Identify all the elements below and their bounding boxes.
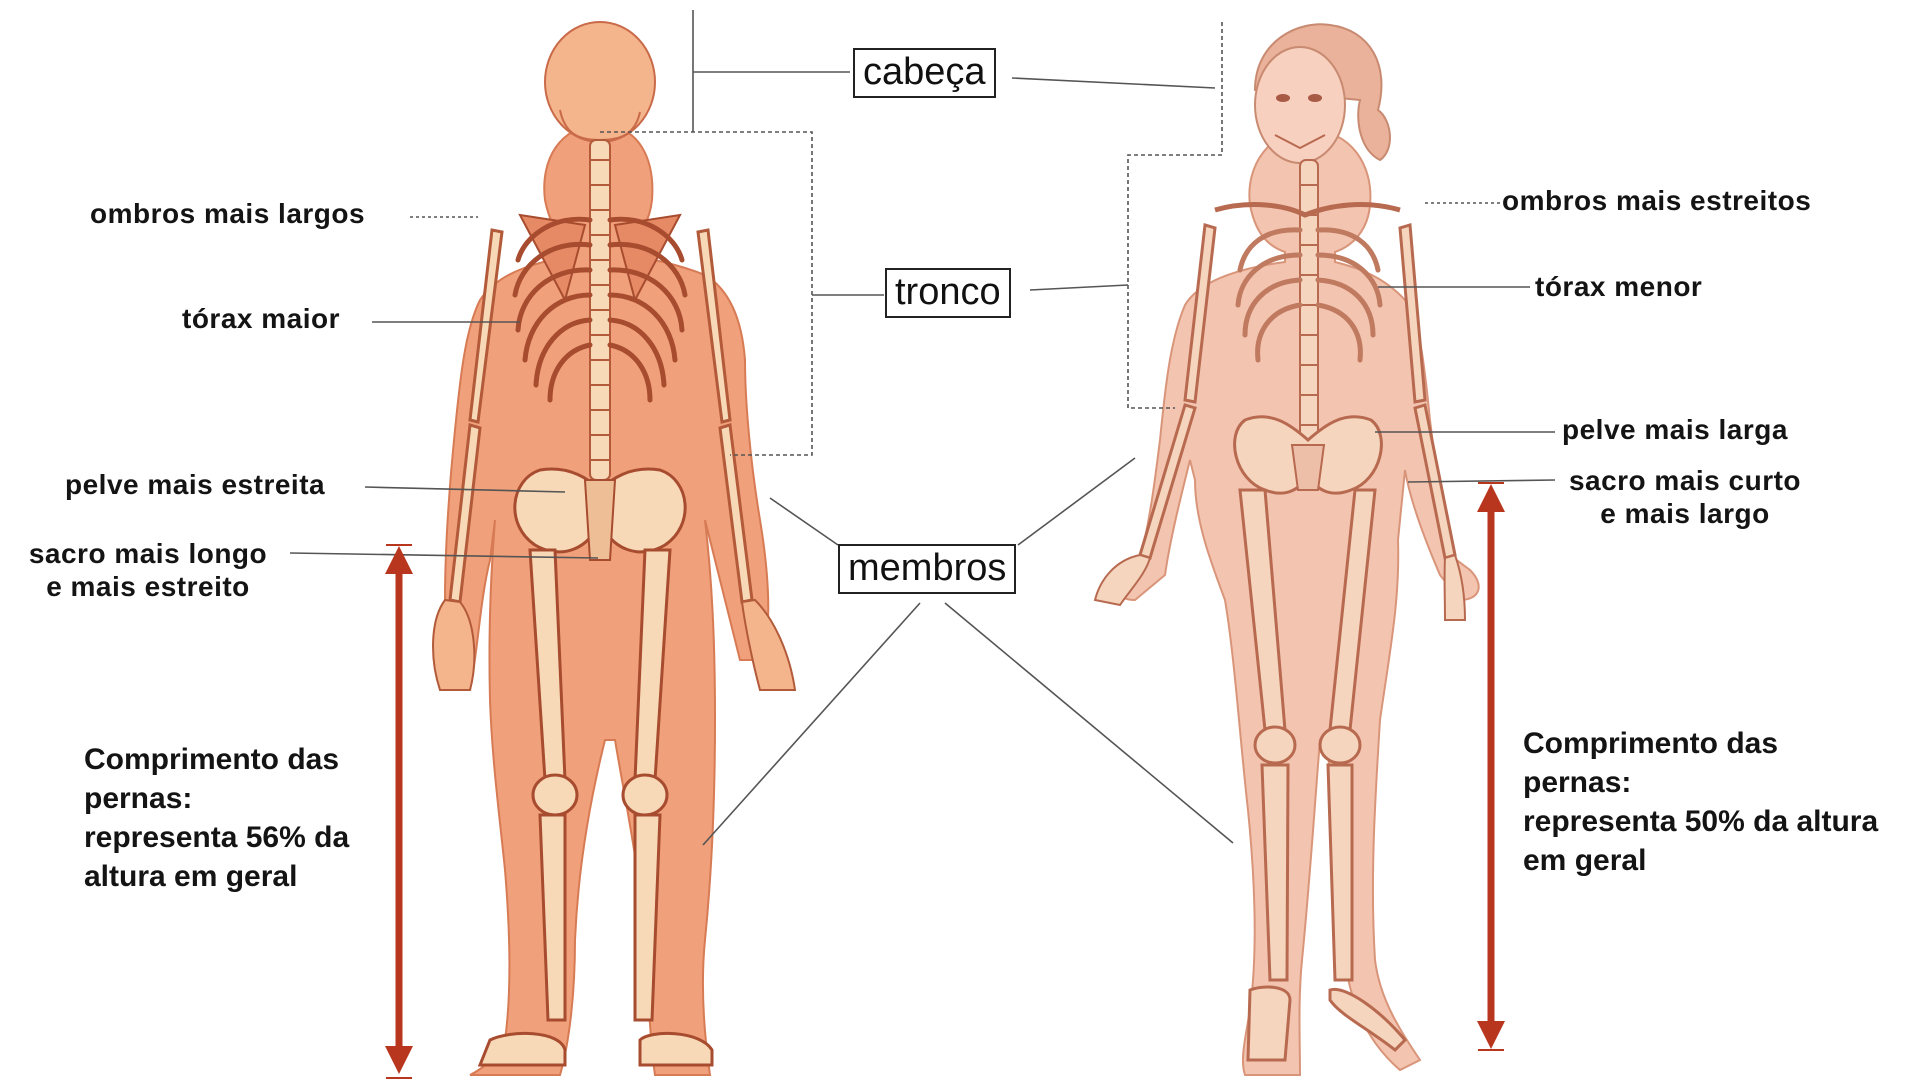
label-female-legs: Comprimento das pernas: representa 50% d… [1523, 724, 1878, 880]
label-female-thorax: tórax menor [1535, 273, 1702, 301]
label-male-shoulders: ombros mais largos [90, 200, 365, 228]
male-skull [545, 22, 655, 142]
male-sacrum [585, 480, 615, 560]
label-male-pelvis: pelve mais estreita [65, 471, 325, 499]
label-membros: membros [838, 544, 1016, 594]
label-female-pelvis: pelve mais larga [1562, 416, 1788, 444]
female-spine [1300, 160, 1318, 460]
label-male-legs: Comprimento das pernas: representa 56% d… [84, 740, 349, 896]
label-tronco: tronco [885, 268, 1011, 318]
male-pelvis [515, 469, 685, 560]
label-male-sacrum: sacro mais longo e mais estreito [12, 537, 284, 603]
female-body-silhouette [1115, 130, 1479, 1075]
leg-length-arrow-male [386, 545, 412, 1078]
label-male-thorax: tórax maior [182, 305, 340, 333]
female-skull [1255, 47, 1345, 163]
label-female-shoulders: ombros mais estreitos [1502, 187, 1811, 215]
leg-length-arrow-female [1478, 483, 1504, 1050]
female-sacrum [1292, 445, 1324, 490]
female-figure [1095, 24, 1479, 1075]
label-female-sacrum: sacro mais curto e mais largo [1550, 464, 1820, 530]
male-spine [590, 140, 610, 480]
label-cabeca: cabeça [853, 48, 996, 98]
male-figure [433, 22, 795, 1075]
